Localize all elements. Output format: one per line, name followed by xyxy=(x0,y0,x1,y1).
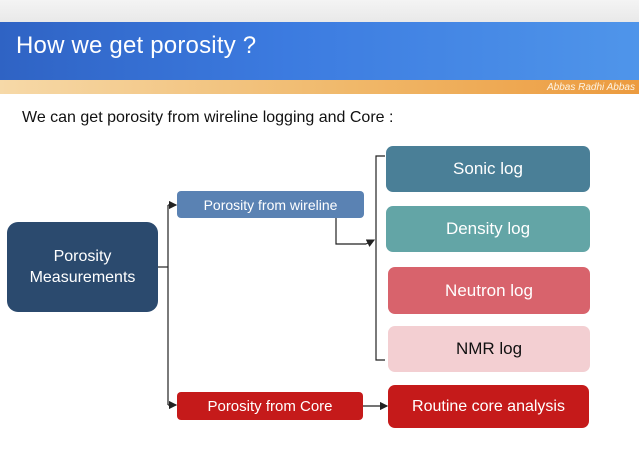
accent-bar xyxy=(0,80,639,94)
porosity-from-wireline-box: Porosity from wireline xyxy=(177,191,364,218)
porosity-from-core-box: Porosity from Core xyxy=(177,392,363,420)
author-credit: Abbas Radhi Abbas xyxy=(546,82,635,93)
slide-title: How we get porosity ? xyxy=(16,32,257,59)
density-log-label: Density log xyxy=(445,219,531,238)
nmr-log-label: NMR log xyxy=(455,339,523,358)
routine-core-analysis-box: Routine core analysis xyxy=(388,385,589,428)
title-bar: How we get porosity ? xyxy=(0,22,639,80)
root-label-line2: Measurements xyxy=(29,269,136,286)
slide-subtitle: We can get porosity from wireline loggin… xyxy=(22,109,394,126)
neutron-log-label: Neutron log xyxy=(445,280,533,300)
neutron-log-box: Neutron log xyxy=(388,267,590,314)
core-label: Porosity from Core xyxy=(207,397,333,415)
routine-core-analysis-label: Routine core analysis xyxy=(412,397,565,415)
wireline-label: Porosity from wireline xyxy=(203,196,338,213)
density-log-box: Density log xyxy=(386,206,590,252)
sonic-log-label: Sonic log xyxy=(453,159,523,178)
root-label-line1: Porosity xyxy=(53,248,112,265)
sonic-log-box: Sonic log xyxy=(386,146,590,192)
porosity-measurements-box: Porosity Measurements xyxy=(7,222,158,312)
nmr-log-box: NMR log xyxy=(388,326,590,372)
top-strip xyxy=(0,0,639,22)
